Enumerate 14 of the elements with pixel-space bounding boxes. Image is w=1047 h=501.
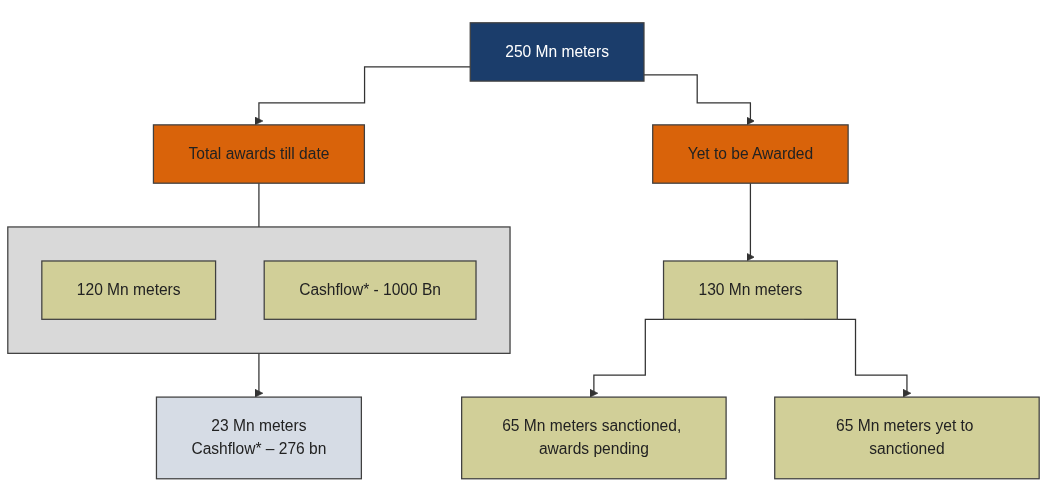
arrow [746,182,755,262]
node-box: 250 Mn meters [469,21,645,82]
node-box: Total awards till date [152,123,366,184]
node-box: 130 Mn meters [662,260,838,320]
node-box: 23 Mn meters Cashflow* – 276 bn [155,396,362,480]
node-box: Yet to be Awarded [652,123,849,184]
cluster [7,226,511,354]
arrow [254,65,471,125]
node-box: 120 Mn meters [41,260,217,320]
connector [258,182,260,228]
arrow [254,352,264,398]
node-box: Cashflow* - 1000 Bn [263,260,477,320]
node-box: 65 Mn meters sanctioned, awards pending [461,396,727,480]
node-box: 65 Mn meters yet to sanctioned [774,396,1040,480]
